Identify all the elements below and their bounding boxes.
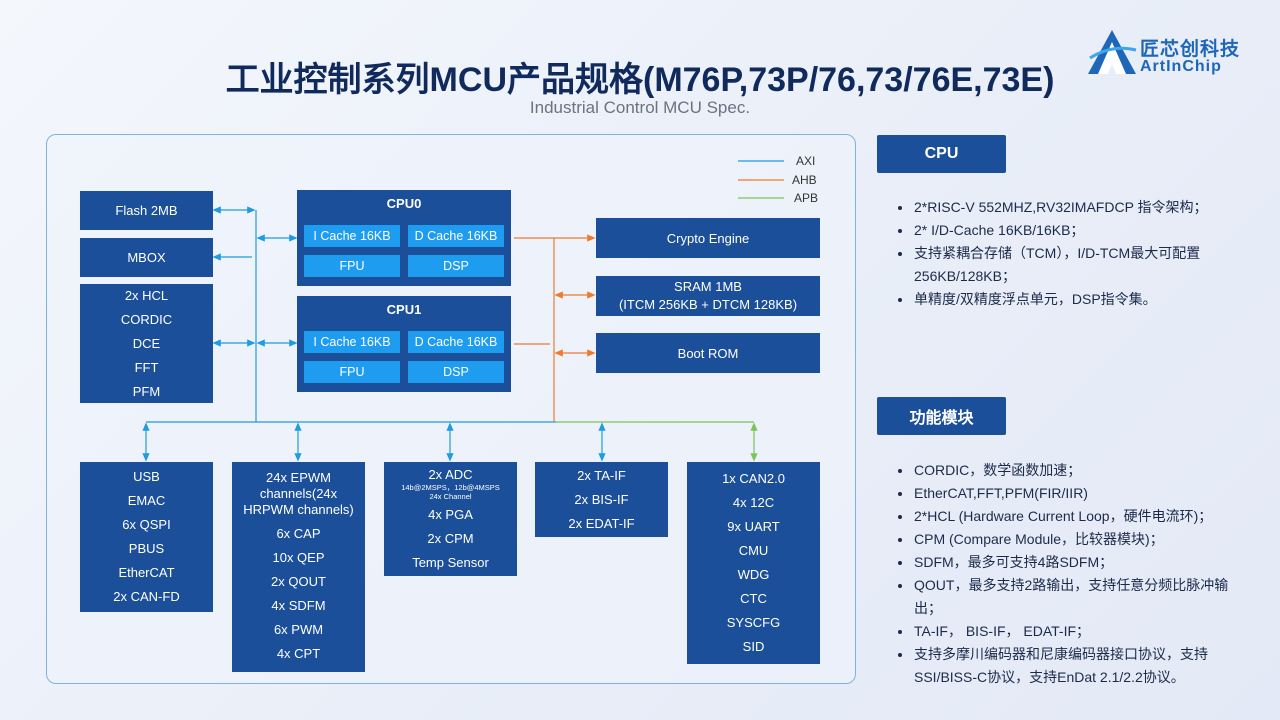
qep-item: 10x QEP: [272, 550, 325, 565]
emac-item: EMAC: [127, 493, 166, 508]
cmu-item: CMU: [738, 543, 769, 558]
adc-note-channel: 24x Channel: [429, 492, 472, 501]
mbox-label: MBOX: [127, 250, 166, 265]
cpu1-block: CPU1 I Cache 16KB D Cache 16KB FPU DSP: [297, 296, 511, 392]
pbus-item: PBUS: [128, 541, 165, 556]
cpu1-title: CPU1: [386, 302, 422, 317]
cpu0-fpu: FPU: [304, 255, 400, 277]
epwm-group-block: 24x EPWM channels(24x HRPWM channels) 6x…: [232, 462, 365, 672]
flash-block: Flash 2MB: [80, 191, 213, 230]
adc-group-block: 2x ADC 14b@2MSPS，12b@4MSPS 24x Channel 4…: [384, 462, 517, 576]
syscfg-item: SYSCFG: [726, 615, 781, 630]
pga-item: 4x PGA: [428, 507, 473, 522]
cpu-bullet: 2* I/D-Cache 16KB/16KB；: [896, 219, 1236, 242]
sdfm-item: 4x SDFM: [271, 598, 326, 613]
sram-detail: (ITCM 256KB + DTCM 128KB): [618, 297, 798, 312]
ethercat-item: EtherCAT: [118, 565, 175, 580]
func-bullet: 支持多摩川编码器和尼康编码器接口协议，支持SSI/BISS-C协议，支持EnDa…: [896, 643, 1236, 689]
logo-name-en: ArtInChip: [1140, 58, 1222, 75]
hcl-group-block: 2x HCL CORDIC DCE FFT PFM: [80, 284, 213, 403]
cpt-item: 4x CPT: [276, 646, 321, 661]
cpu-section-heading: CPU: [877, 135, 1006, 173]
epwm-head-3: HRPWM channels): [243, 502, 354, 517]
logo-name-cn: 匠芯创科技: [1140, 39, 1241, 60]
crypto-engine-block: Crypto Engine: [596, 218, 820, 258]
cap-item: 6x CAP: [276, 526, 321, 541]
can-group-block: 1x CAN2.0 4x 12C 9x UART CMU WDG CTC SYS…: [687, 462, 820, 664]
ctc-item: CTC: [740, 591, 767, 606]
ta-if-item: 2x TA-IF: [577, 467, 626, 483]
func-bullet: EtherCAT,FFT,PFM(FIR/IIR): [896, 482, 1236, 505]
usb-group-block: USB EMAC 6x QSPI PBUS EtherCAT 2x CAN-FD: [80, 462, 213, 612]
flash-label: Flash 2MB: [115, 203, 178, 218]
func-bullet: 2*HCL (Hardware Current Loop，硬件电流环)；: [896, 505, 1236, 528]
cpu0-block: CPU0 I Cache 16KB D Cache 16KB FPU DSP: [297, 190, 511, 286]
cpu-bullet: 支持紧耦合存储（TCM），I/D-TCM最大可配置256KB/128KB；: [896, 242, 1236, 288]
uart-item: 9x UART: [727, 519, 780, 534]
crypto-label: Crypto Engine: [666, 230, 750, 246]
func-bullet: QOUT，最多支持2路输出，支持任意分频比脉冲输出；: [896, 574, 1236, 620]
sram-label: SRAM 1MB: [674, 279, 742, 294]
wdg-item: WDG: [737, 567, 770, 582]
cpm-item: 2x CPM: [427, 531, 474, 546]
sram-block: SRAM 1MB (ITCM 256KB + DTCM 128KB): [596, 276, 820, 316]
qout-item: 2x QOUT: [271, 574, 326, 589]
cpu1-dcache: D Cache 16KB: [408, 331, 504, 353]
cpu0-icache: I Cache 16KB: [304, 225, 400, 247]
legend-axi: AXI: [796, 154, 816, 168]
boot-rom-label: Boot ROM: [677, 345, 739, 361]
func-heading-label: 功能模块: [909, 410, 974, 427]
adc-note-rate: 14b@2MSPS，12b@4MSPS: [401, 483, 500, 492]
cordic-item: CORDIC: [120, 311, 173, 327]
adc-head: 2x ADC: [428, 467, 473, 482]
can-fd-item: 2x CAN-FD: [113, 589, 180, 604]
cpu-bullet: 2*RISC-V 552MHZ,RV32IMAFDCP 指令架构；: [896, 196, 1236, 219]
func-bullet: CPM (Compare Module，比较器模块)；: [896, 528, 1236, 551]
cpu-bullet-list: 2*RISC-V 552MHZ,RV32IMAFDCP 指令架构； 2* I/D…: [896, 196, 1236, 311]
i2c-item: 4x 12C: [732, 495, 775, 510]
taif-group-block: 2x TA-IF 2x BIS-IF 2x EDAT-IF: [535, 462, 668, 537]
fft-item: FFT: [134, 359, 159, 375]
qspi-item: 6x QSPI: [122, 517, 171, 532]
cpu0-dsp: DSP: [408, 255, 504, 277]
sid-item: SID: [742, 639, 765, 654]
page-title: 工业控制系列MCU产品规格(M76P,73P/76,73/76E,73E): [225, 61, 1055, 99]
legend-ahb: AHB: [792, 173, 817, 187]
func-bullet: TA-IF， BIS-IF， EDAT-IF；: [896, 620, 1236, 643]
hcl-item: 2x HCL: [124, 287, 169, 303]
func-bullet-list: CORDIC，数学函数加速； EtherCAT,FFT,PFM(FIR/IIR)…: [896, 459, 1236, 689]
func-section-heading: 功能模块: [877, 397, 1006, 435]
func-bullet: CORDIC，数学函数加速；: [896, 459, 1236, 482]
legend-apb: APB: [794, 191, 819, 205]
cpu1-dsp: DSP: [408, 361, 504, 383]
cpu-bullet: 单精度/双精度浮点单元，DSP指令集。: [896, 288, 1236, 311]
epwm-head-1: 24x EPWM: [265, 470, 331, 485]
epwm-head-2: channels(24x: [259, 486, 338, 501]
page-subtitle: Industrial Control MCU Spec.: [529, 98, 751, 117]
cpu-heading-label: CPU: [924, 145, 959, 162]
cpu0-dcache: D Cache 16KB: [408, 225, 504, 247]
pwm-item: 6x PWM: [273, 622, 324, 637]
mbox-block: MBOX: [80, 238, 213, 277]
artinchip-logo-icon: [1088, 30, 1137, 74]
func-bullet: SDFM，最多可支持4路SDFM；: [896, 551, 1236, 574]
cpu1-fpu: FPU: [304, 361, 400, 383]
edat-if-item: 2x EDAT-IF: [568, 515, 635, 531]
can20-item: 1x CAN2.0: [722, 471, 785, 486]
cpu0-title: CPU0: [386, 196, 422, 211]
temp-sensor-item: Temp Sensor: [412, 555, 489, 570]
pfm-item: PFM: [132, 383, 161, 399]
bis-if-item: 2x BIS-IF: [574, 491, 629, 507]
dce-item: DCE: [132, 335, 161, 351]
usb-item: USB: [133, 469, 160, 484]
boot-rom-block: Boot ROM: [596, 333, 820, 373]
cpu1-icache: I Cache 16KB: [304, 331, 400, 353]
